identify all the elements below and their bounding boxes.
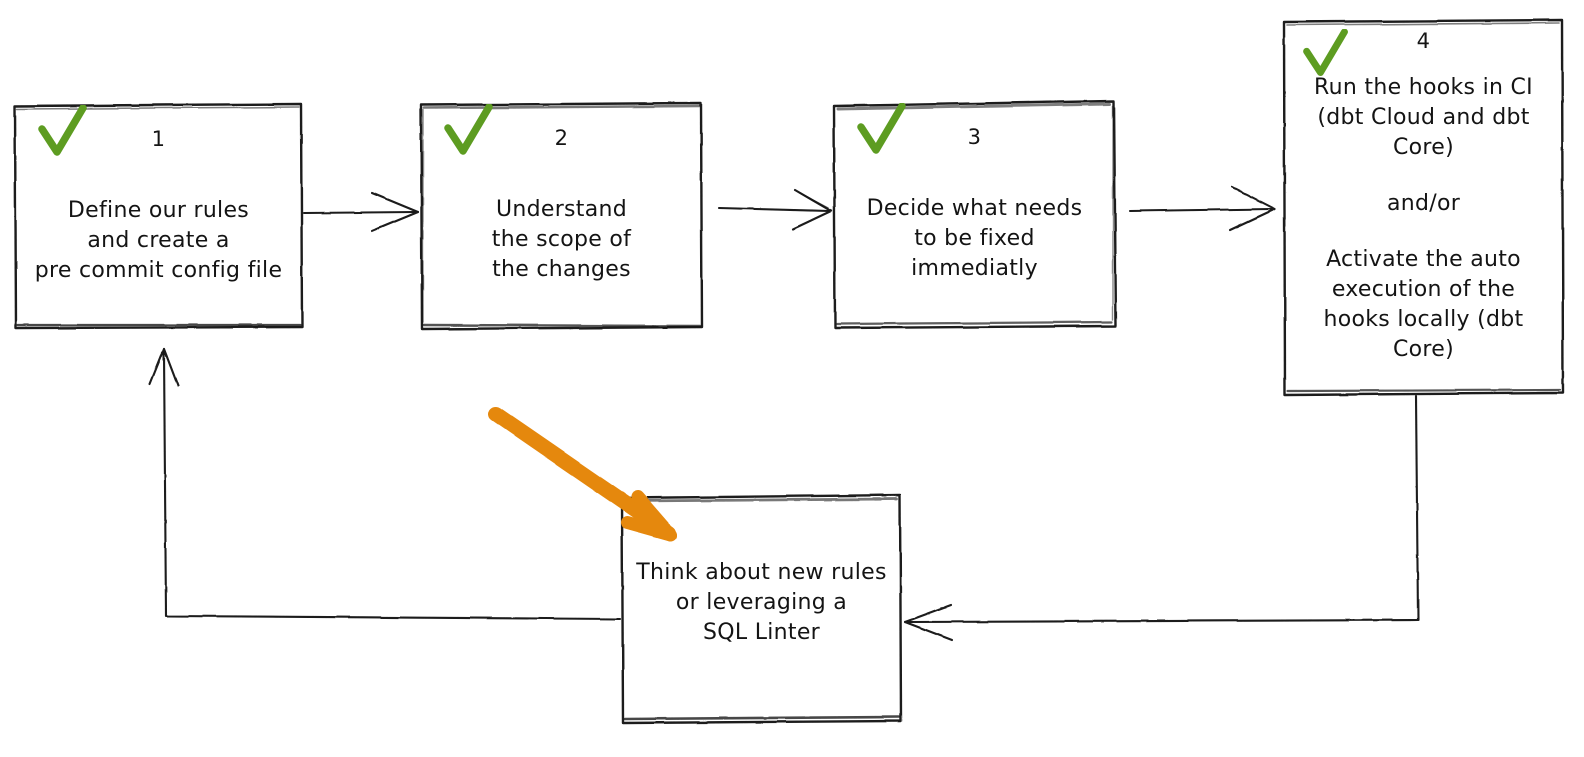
step-1-line-2: and create a bbox=[87, 227, 230, 253]
step-2-line-3: the changes bbox=[492, 257, 631, 282]
step-3-header: 3 bbox=[834, 103, 1115, 161]
step-2-outline bbox=[419, 101, 704, 331]
connector-step2-step3 bbox=[717, 188, 833, 231]
step-1-outline bbox=[13, 102, 304, 330]
step-2-node[interactable]: 2 Understand the scope of the changes bbox=[421, 104, 702, 328]
step-3-line-3: immediatly bbox=[911, 256, 1038, 281]
step-loop-line-2: or leveraging a bbox=[675, 590, 848, 615]
step-4-line-1: Run the hooks in CI bbox=[1314, 75, 1533, 100]
connector-step4-steploop bbox=[903, 394, 1420, 642]
step-4-line-9: hooks locally (dbt bbox=[1323, 307, 1524, 332]
step-3-line-2: to be fixed bbox=[914, 226, 1035, 251]
step-2-header: 2 bbox=[421, 104, 702, 162]
step-2-line-1: Understand bbox=[495, 197, 628, 222]
check-icon bbox=[857, 103, 906, 154]
step-4-text: Run the hooks in CI (dbt Cloud and dbt C… bbox=[1284, 73, 1563, 395]
step-4-number: 4 bbox=[1416, 29, 1431, 53]
step-4-line-10: Core) bbox=[1392, 337, 1454, 362]
check-icon bbox=[1303, 29, 1348, 76]
step-1-line-1: Define our rules bbox=[67, 197, 250, 223]
check-icon bbox=[38, 105, 87, 156]
step-1-number: 1 bbox=[151, 127, 166, 151]
step-1-line-3: pre commit config file bbox=[34, 257, 283, 283]
step-4-line-8: execution of the bbox=[1331, 277, 1516, 302]
step-4-header: 4 bbox=[1284, 21, 1563, 76]
step-4-line-3: Core) bbox=[1392, 135, 1454, 160]
step-4-node[interactable]: 4 Run the hooks in CI (dbt Cloud and dbt… bbox=[1284, 21, 1563, 395]
connector-step3-step4 bbox=[1128, 185, 1277, 232]
step-1-text: Define our rules and create a pre commit… bbox=[15, 163, 302, 328]
step-4-line-2: (dbt Cloud and dbt bbox=[1317, 105, 1530, 130]
step-loop-outline bbox=[620, 493, 903, 725]
step-3-text: Decide what needs to be fixed immediatly bbox=[834, 161, 1115, 327]
step-2-line-2: the scope of bbox=[491, 227, 632, 252]
step-loop-line-3: SQL Linter bbox=[702, 620, 821, 645]
step-2-number: 2 bbox=[554, 126, 569, 150]
check-icon bbox=[444, 104, 493, 155]
connector-steploop-step1 bbox=[148, 347, 622, 621]
step-3-outline bbox=[832, 99, 1118, 330]
step-1-node[interactable]: 1 Define our rules and create a pre comm… bbox=[15, 105, 302, 328]
step-loop-node[interactable]: Think about new rules or leveraging a SQ… bbox=[622, 496, 901, 722]
connector-step1-step2 bbox=[302, 191, 420, 233]
step-3-line-1: Decide what needs bbox=[866, 196, 1083, 221]
step-4-outline bbox=[1282, 18, 1565, 397]
step-1-header: 1 bbox=[15, 105, 302, 163]
step-4-line-5: and/or bbox=[1386, 191, 1461, 216]
step-loop-text: Think about new rules or leveraging a SQ… bbox=[622, 558, 901, 722]
step-2-text: Understand the scope of the changes bbox=[421, 162, 702, 328]
step-3-node[interactable]: 3 Decide what needs to be fixed immediat… bbox=[834, 103, 1115, 327]
highlight-arrow-annotation bbox=[488, 406, 678, 542]
step-4-line-7: Activate the auto bbox=[1326, 247, 1521, 272]
step-3-number: 3 bbox=[967, 125, 982, 149]
step-loop-line-1: Think about new rules bbox=[636, 560, 887, 585]
